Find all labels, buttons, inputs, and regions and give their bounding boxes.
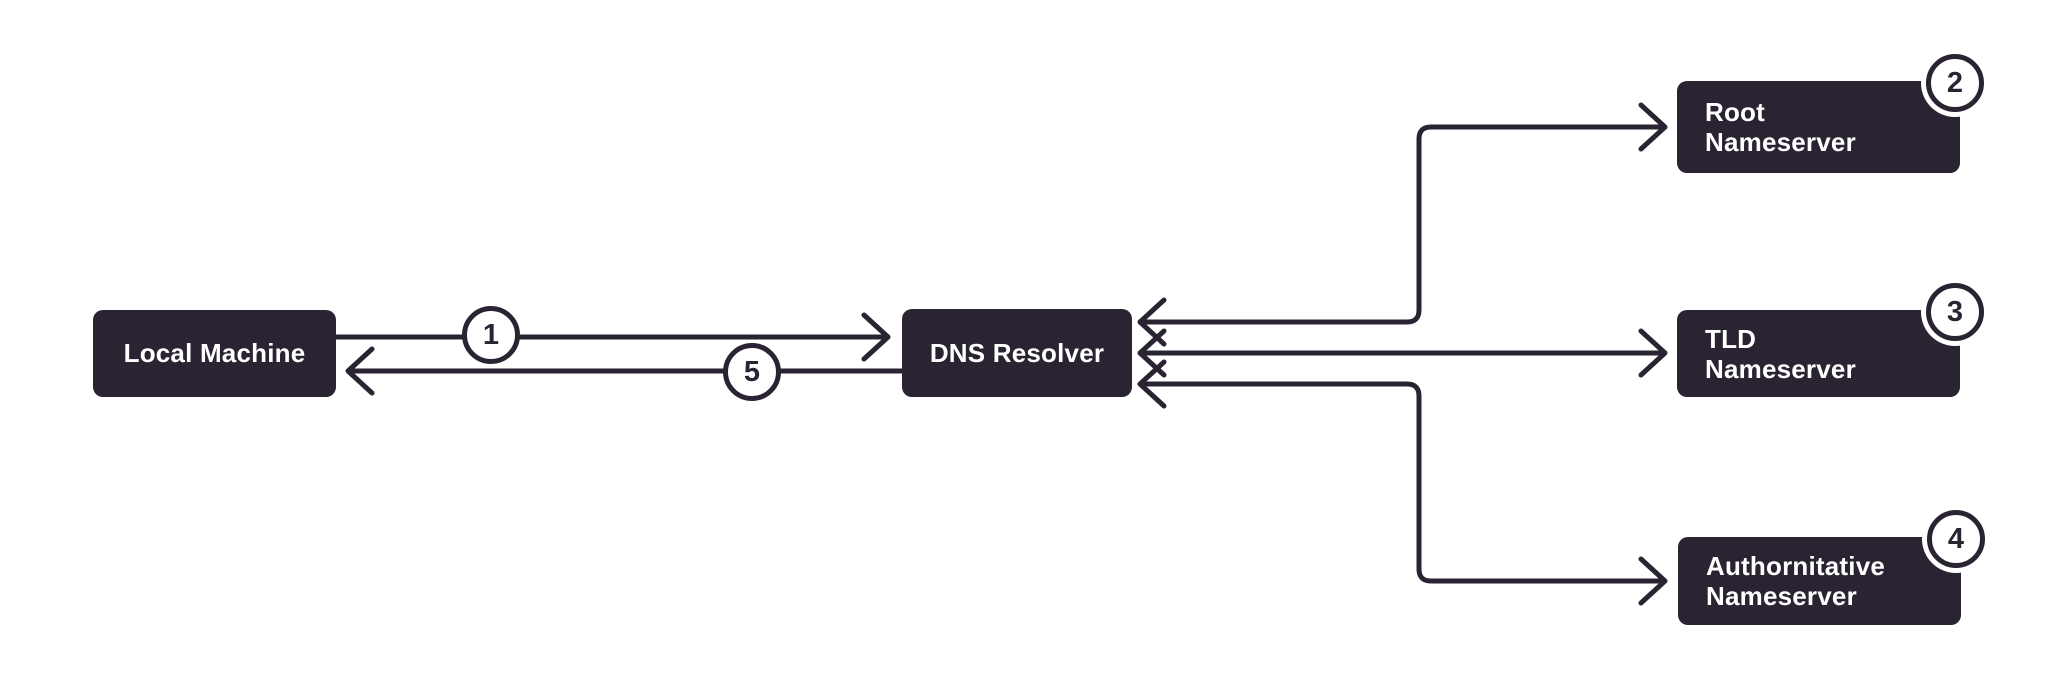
edge-local-to-resolver <box>333 312 891 362</box>
arrowhead-left-icon <box>345 346 375 396</box>
node-label-line1: TLD <box>1705 323 1757 354</box>
node-local-machine: Local Machine <box>93 310 336 397</box>
edge-step-marker-5: 5 <box>723 343 781 401</box>
edge-resolver-to-local <box>345 346 905 396</box>
arrowhead-left-icon <box>1137 359 1167 409</box>
edge-step-marker-1: 1 <box>462 306 520 364</box>
edge-step-number: 1 <box>482 318 500 351</box>
step-badge-2: 2 <box>1926 54 1984 112</box>
node-authoritative-nameserver: Authornitative Nameserver 4 <box>1678 510 1985 625</box>
node-label-line2: Nameserver <box>1705 353 1856 384</box>
step-badge-3: 3 <box>1926 283 1984 341</box>
node-label-line1: Authornitative <box>1706 551 1886 581</box>
node-label: TLD Nameserver <box>1705 324 1856 384</box>
node-label: Root Nameserver <box>1705 97 1856 157</box>
edge-line <box>1141 124 1663 325</box>
edge-resolver-root <box>1137 102 1668 347</box>
step-badge-number: 3 <box>1946 295 1964 328</box>
node-label: DNS Resolver <box>929 337 1105 368</box>
node-root-nameserver: Root Nameserver 2 <box>1677 54 1984 173</box>
arrowhead-right-icon <box>1638 102 1668 152</box>
node-label: Local Machine <box>123 338 306 368</box>
node-label-line2: Nameserver <box>1705 127 1856 157</box>
step-badge-number: 4 <box>1947 522 1965 555</box>
arrowhead-right-icon <box>1638 328 1668 378</box>
node-label-line2: Nameserver <box>1706 581 1857 611</box>
edge-resolver-authoritative <box>1137 359 1668 606</box>
edge-resolver-tld <box>1137 328 1668 378</box>
node-label: Authornitative Nameserver <box>1706 551 1885 611</box>
node-dns-resolver: DNS Resolver <box>902 309 1132 397</box>
step-badge-number: 2 <box>1946 66 1964 99</box>
node-tld-nameserver: TLD Nameserver 3 <box>1677 283 1984 397</box>
edge-line <box>1141 381 1663 584</box>
arrowhead-right-icon <box>1638 556 1668 606</box>
node-label-line1: Root <box>1705 97 1765 127</box>
step-badge-4: 4 <box>1927 510 1985 568</box>
edge-step-number: 5 <box>743 355 761 388</box>
arrowhead-right-icon <box>861 312 891 362</box>
